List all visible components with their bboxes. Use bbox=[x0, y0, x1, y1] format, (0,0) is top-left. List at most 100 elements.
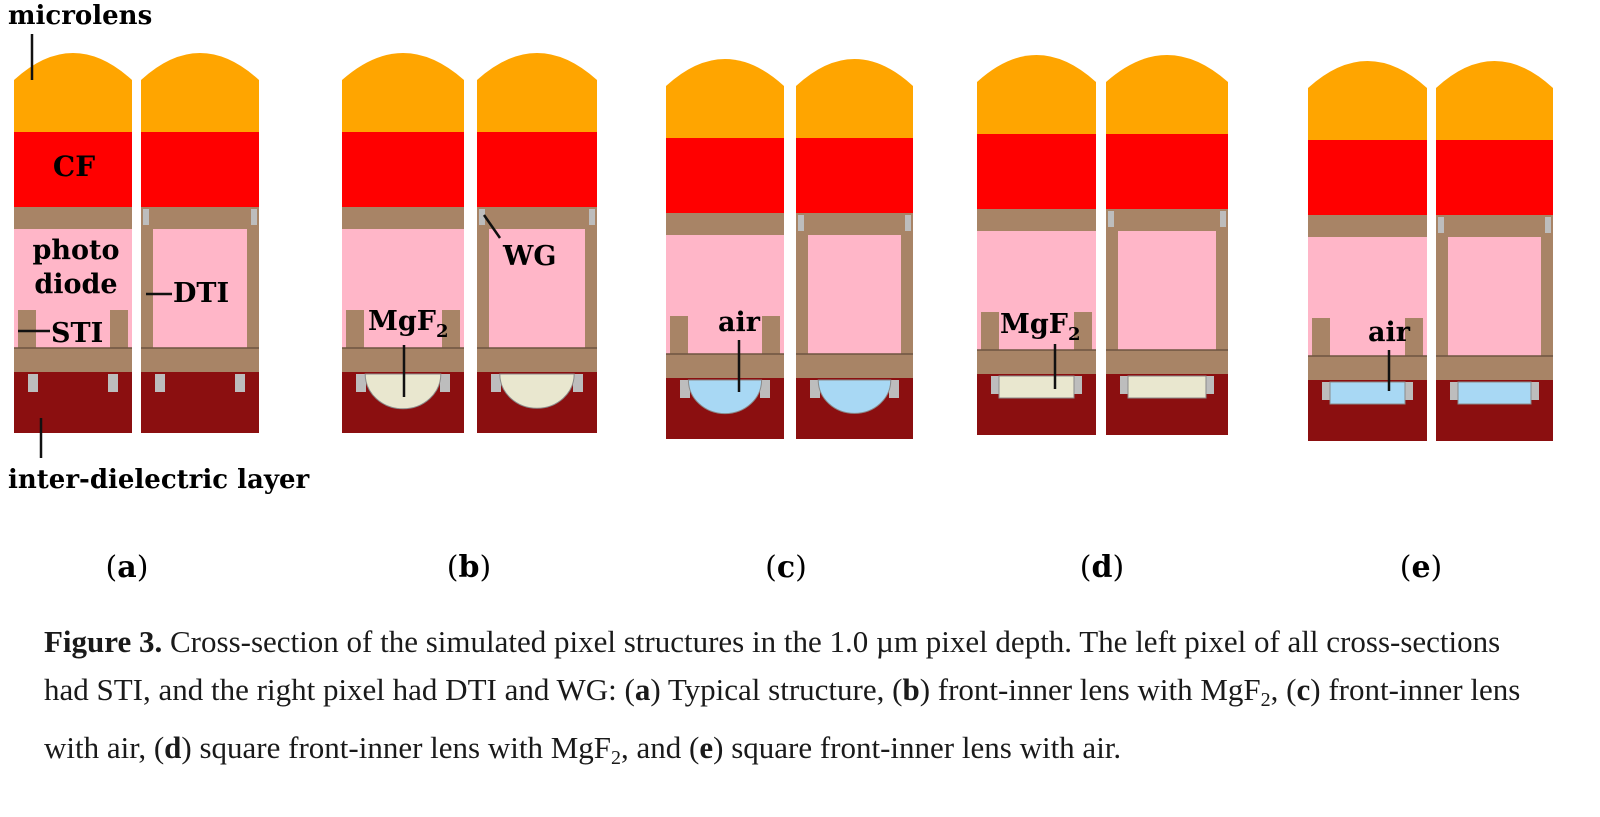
microlens bbox=[796, 59, 913, 138]
color-filter bbox=[141, 132, 259, 207]
color-filter bbox=[477, 132, 597, 207]
pixel-dti bbox=[796, 59, 913, 439]
waveguide-left bbox=[479, 209, 485, 225]
waveguide-right bbox=[251, 209, 257, 225]
square-front-inner-lens bbox=[1457, 381, 1532, 405]
pixel-dti bbox=[141, 53, 259, 433]
contact-left bbox=[1322, 382, 1332, 400]
panel-label-d: (d) bbox=[1080, 550, 1124, 585]
label-dti: DTI bbox=[173, 278, 229, 309]
contact-right bbox=[440, 374, 450, 392]
label-diode: diode bbox=[34, 269, 117, 300]
pixel-dti bbox=[1436, 61, 1553, 441]
contact-left bbox=[1450, 382, 1460, 400]
contact-left bbox=[1120, 376, 1130, 394]
waveguide-left bbox=[798, 215, 804, 231]
pixel-sti bbox=[14, 53, 132, 433]
waveguide-left bbox=[1108, 211, 1114, 227]
sti-left bbox=[670, 316, 688, 354]
waveguide-right bbox=[1545, 217, 1551, 233]
color-filter bbox=[1436, 140, 1553, 215]
figure-caption: Figure 3. Cross-section of the simulated… bbox=[44, 624, 1521, 769]
color-filter bbox=[796, 138, 913, 213]
sti-left bbox=[18, 310, 36, 348]
contact-left bbox=[356, 374, 366, 392]
microlens bbox=[342, 53, 464, 132]
square-front-inner-lens bbox=[1329, 381, 1406, 405]
photodiode bbox=[1118, 231, 1216, 350]
label-mgf2-d: MgF2 bbox=[1000, 309, 1080, 345]
waveguide-right bbox=[589, 209, 595, 225]
color-filter bbox=[666, 138, 784, 213]
front-inner-lens bbox=[817, 379, 892, 414]
contact-left bbox=[491, 374, 501, 392]
panel-e bbox=[1308, 61, 1553, 441]
square-front-inner-lens bbox=[1127, 375, 1207, 399]
pixel-dti bbox=[1106, 55, 1228, 435]
contact-right bbox=[1403, 382, 1413, 400]
color-filter bbox=[977, 134, 1096, 209]
pixel-sti bbox=[342, 53, 464, 433]
waveguide-right bbox=[1220, 211, 1226, 227]
color-filter bbox=[1106, 134, 1228, 209]
label-mgf2-b: MgF2 bbox=[368, 306, 448, 342]
panel-label-c: (c) bbox=[765, 550, 807, 585]
label-microlens: microlens bbox=[8, 1, 152, 31]
microlens bbox=[14, 53, 132, 132]
microlens bbox=[1436, 61, 1553, 140]
pixel-dti bbox=[477, 53, 597, 433]
microlens bbox=[1308, 61, 1427, 140]
contact-left bbox=[991, 376, 1001, 394]
photodiode bbox=[808, 235, 901, 354]
contact-right bbox=[760, 380, 770, 398]
microlens bbox=[666, 59, 784, 138]
color-filter bbox=[342, 132, 464, 207]
label-inter-dielectric-layer: inter-dielectric layer bbox=[8, 465, 310, 495]
contact-right bbox=[1204, 376, 1214, 394]
panel-label-a: (a) bbox=[106, 550, 149, 585]
color-filter bbox=[1308, 140, 1427, 215]
sti-left bbox=[981, 312, 999, 350]
color-filter bbox=[14, 132, 132, 207]
label-photo: photo bbox=[33, 235, 120, 266]
figure-diagram: microlens CF photo diode DTI STI WG MgF2… bbox=[8, 1, 1553, 585]
sti-right bbox=[1405, 318, 1423, 356]
waveguide-left bbox=[143, 209, 149, 225]
panel-label-e: (e) bbox=[1400, 550, 1443, 585]
contact-right bbox=[573, 374, 583, 392]
label-air-e: air bbox=[1368, 317, 1411, 348]
label-air-c: air bbox=[718, 307, 761, 338]
pixel-sti bbox=[666, 59, 784, 439]
contact-right bbox=[889, 380, 899, 398]
contact-left bbox=[810, 380, 820, 398]
photodiode bbox=[489, 229, 585, 348]
front-inner-lens bbox=[687, 379, 763, 415]
square-front-inner-lens bbox=[998, 375, 1075, 399]
microlens bbox=[141, 53, 259, 132]
panel-a bbox=[14, 53, 259, 433]
label-cf: CF bbox=[53, 150, 95, 183]
contact-right bbox=[1072, 376, 1082, 394]
label-wg: WG bbox=[502, 241, 556, 272]
panel-d bbox=[977, 55, 1228, 435]
contact-left bbox=[28, 374, 38, 392]
sti-right bbox=[442, 310, 460, 348]
sti-left bbox=[346, 310, 364, 348]
waveguide-left bbox=[1438, 217, 1444, 233]
photodiode bbox=[153, 229, 247, 348]
sti-right bbox=[1074, 312, 1092, 350]
pixel-sti bbox=[1308, 61, 1427, 441]
pixel-sti bbox=[977, 55, 1096, 435]
contact-left bbox=[155, 374, 165, 392]
leader-lines bbox=[18, 34, 1391, 458]
panel-c bbox=[666, 59, 913, 439]
contact-right bbox=[235, 374, 245, 392]
contact-left bbox=[680, 380, 690, 398]
panel-label-b: (b) bbox=[447, 550, 491, 585]
microlens bbox=[477, 53, 597, 132]
contact-right bbox=[108, 374, 118, 392]
front-inner-lens bbox=[499, 373, 575, 409]
panel-b bbox=[342, 53, 597, 433]
waveguide-right bbox=[905, 215, 911, 231]
sti-right bbox=[762, 316, 780, 354]
